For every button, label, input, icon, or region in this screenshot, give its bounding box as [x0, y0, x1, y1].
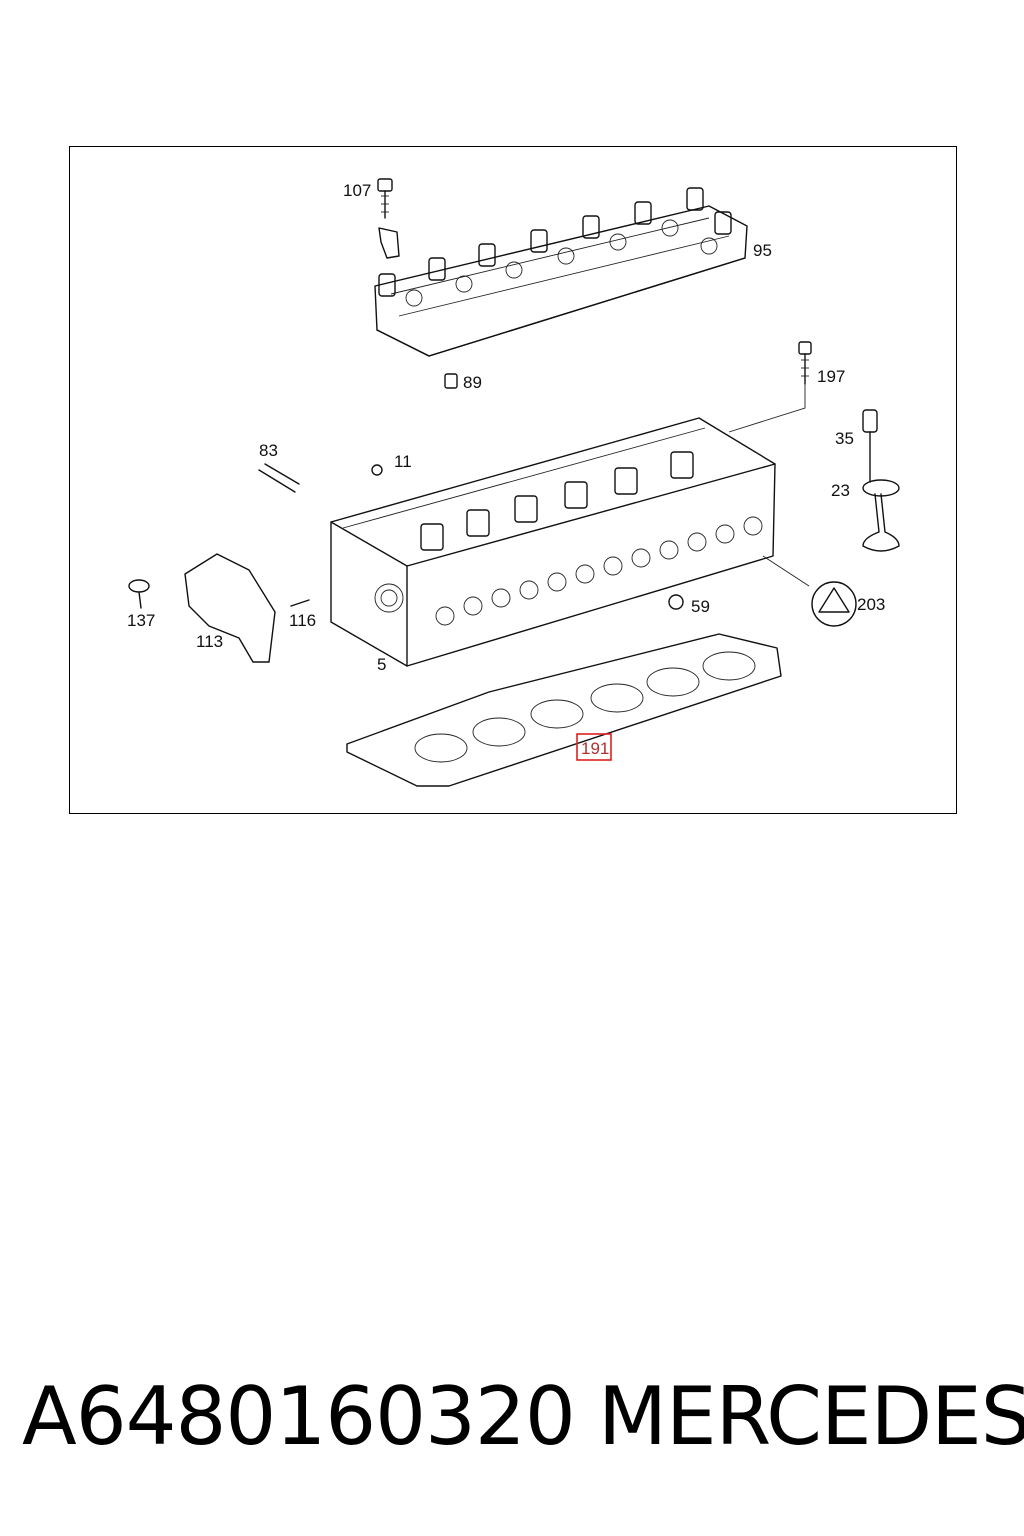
- label-116: 116: [289, 611, 316, 630]
- valve-35-drawing: [862, 409, 900, 552]
- label-11: 11: [394, 452, 412, 471]
- bolt-137-drawing: [128, 579, 150, 609]
- label-203: 203: [857, 595, 885, 614]
- label-89: 89: [463, 373, 482, 392]
- label-95: 95: [753, 241, 772, 260]
- footer-caption: A6480160320 MERCEDES: [0, 1362, 1024, 1472]
- label-197: 197: [817, 367, 845, 386]
- bolt-197-drawing: [728, 341, 812, 433]
- label-5: 5: [377, 655, 386, 674]
- head-gasket-191-drawing: [346, 633, 782, 787]
- label-23: 23: [831, 481, 850, 500]
- bolt-107-drawing: [377, 178, 400, 259]
- camshaft-carrier-95-drawing: [374, 187, 748, 357]
- cylinder-head-5-drawing: [330, 417, 810, 667]
- dowel-116-drawing: [290, 599, 310, 607]
- label-83: 83: [259, 441, 278, 460]
- label-191: 191: [581, 739, 609, 758]
- brand-name: MERCEDES: [598, 1370, 1024, 1463]
- ring-59-drawing: [668, 594, 684, 610]
- part-number: A6480160320: [22, 1370, 576, 1463]
- stud-83-drawing: [258, 463, 300, 493]
- ring-11-drawing: [371, 464, 383, 476]
- cover-113-drawing: [184, 553, 276, 663]
- exploded-parts-diagram: 107 95 89 197 83 11 35 23 137 113 116 59…: [127, 178, 900, 787]
- label-113: 113: [196, 632, 223, 651]
- label-137: 137: [127, 611, 155, 630]
- label-35: 35: [835, 429, 854, 448]
- diagram-frame: [69, 146, 957, 814]
- highlight-191-box: [576, 733, 612, 761]
- plug-203-drawing: [811, 581, 857, 627]
- plug-89-drawing: [444, 373, 458, 389]
- label-107: 107: [343, 181, 371, 200]
- label-59: 59: [691, 597, 710, 616]
